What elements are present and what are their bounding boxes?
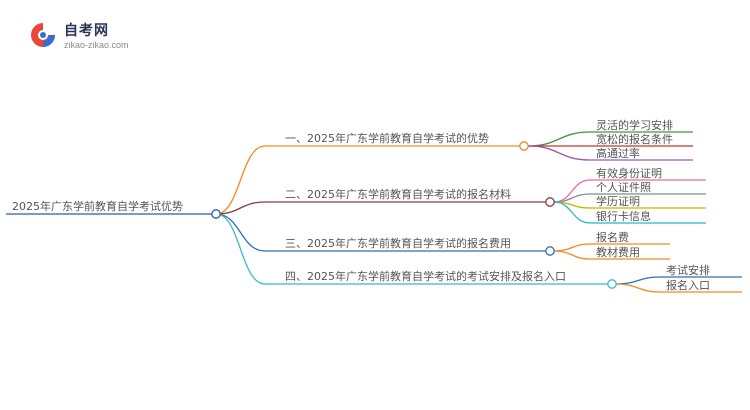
logo-mark-icon <box>31 23 55 47</box>
branch-1-connector <box>215 145 266 215</box>
branch-4-child-2-connector <box>616 283 661 293</box>
branch-2-child-3-label[interactable]: 学历证明 <box>596 194 640 208</box>
site-logo[interactable]: 自考网 zikao-zikao.com <box>28 16 148 58</box>
root-node-label[interactable]: 2025年广东学前教育自学考试优势 <box>12 199 183 213</box>
branch-4-child-1-connector <box>616 276 661 285</box>
branch-3-child-2-connector <box>554 250 591 260</box>
branch-1-node[interactable] <box>519 141 529 151</box>
branch-2-child-1-label[interactable]: 有效身份证明 <box>596 166 662 180</box>
branch-3-label[interactable]: 三、2025年广东学前教育自学考试的报名费用 <box>285 236 511 250</box>
branch-2-child-2-label[interactable]: 个人证件照 <box>596 181 651 194</box>
root-node[interactable] <box>211 209 221 219</box>
branch-2-label[interactable]: 二、2025年广东学前教育自学考试的报名材料 <box>285 187 511 201</box>
branch-1-child-3-connector <box>528 145 591 161</box>
branch-4-connector <box>215 213 266 285</box>
branch-2-child-4-label[interactable]: 银行卡信息 <box>596 209 651 223</box>
branch-2-connector <box>215 201 266 215</box>
branch-3-connector <box>215 213 266 252</box>
branch-3-node[interactable] <box>545 246 555 256</box>
logo-site-url: zikao-zikao.com <box>64 40 129 50</box>
logo-blue-arc <box>43 35 55 47</box>
branch-1-child-2-label[interactable]: 宽松的报名条件 <box>596 132 673 146</box>
branch-2-node[interactable] <box>545 197 555 207</box>
branch-4-node[interactable] <box>607 279 617 289</box>
branch-4-child-1-label[interactable]: 考试安排 <box>666 263 710 277</box>
logo-site-name: 自考网 <box>64 23 109 39</box>
branch-3-child-2-label[interactable]: 教材费用 <box>596 245 640 259</box>
branch-1-label[interactable]: 一、2025年广东学前教育自学考试的优势 <box>285 131 489 145</box>
logo-center-dot <box>40 32 46 38</box>
branch-3-child-1-connector <box>554 243 591 252</box>
branch-4-child-2-label[interactable]: 报名入口 <box>666 278 710 292</box>
branch-3-child-1-label[interactable]: 报名费 <box>596 230 629 244</box>
branch-1-child-1-connector <box>528 131 591 147</box>
branch-2-child-4-connector <box>554 201 591 224</box>
branch-1-child-1-label[interactable]: 灵活的学习安排 <box>596 118 673 132</box>
branch-1-child-3-label[interactable]: 高通过率 <box>596 146 640 160</box>
branch-4-label[interactable]: 四、2025年广东学前教育自学考试的考试安排及报名入口 <box>285 269 566 283</box>
